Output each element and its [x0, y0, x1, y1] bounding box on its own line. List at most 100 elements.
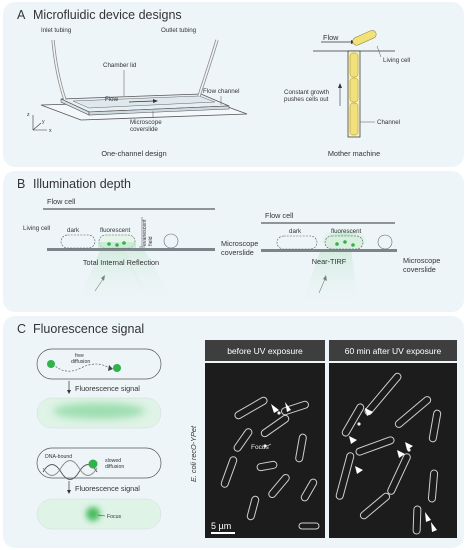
ntirf-coverslide [261, 249, 397, 252]
axis-y-line [32, 122, 42, 131]
signal-1-label: Fluorescence signal [75, 384, 140, 393]
cell-b2 [281, 400, 309, 416]
coverslide-label-1: Microscope [130, 119, 162, 126]
channel-label: Flow channel [203, 88, 239, 95]
tir-dark-cell [60, 234, 96, 249]
flow-arrow-line [128, 100, 154, 103]
cell-a5 [355, 436, 395, 456]
focus-dot-a1 [357, 422, 361, 426]
protein-start [47, 360, 55, 368]
ntirf-beam-arrow-head [323, 275, 327, 281]
cell-b5 [295, 433, 307, 463]
panel-a-diagram: Inlet tubing Outlet tubing Chamber lid F… [27, 27, 410, 158]
mm-growth-arrow-head [338, 83, 342, 88]
arrow-a7 [431, 522, 437, 532]
focus-leader [97, 514, 106, 517]
cell-a7 [387, 453, 411, 495]
cell-b11 [298, 522, 320, 530]
cell-a1 [364, 372, 402, 416]
arrow-a4 [405, 442, 413, 450]
mother-machine-caption: Mother machine [328, 149, 380, 158]
ntirf-coverslide-label-1: Microscope [403, 256, 440, 265]
tir-incident-beam [75, 248, 155, 309]
flow-arrow-head [153, 99, 158, 103]
mm-cell-1 [349, 52, 359, 78]
ntirf-beam-arrow-line [318, 278, 326, 294]
axis-y-label: y [42, 119, 45, 125]
mm-living-cell-label: Living cell [383, 57, 410, 64]
panel-a-letter: A [17, 8, 26, 22]
diffuse-signal-glow [53, 403, 145, 419]
axis-x-label: x [49, 128, 52, 134]
micro-focus-leader [266, 443, 272, 447]
coverslide-label-2: coverslide [130, 126, 158, 133]
cell-a6 [335, 452, 355, 500]
caption-bar-before [205, 340, 325, 361]
slowed-label-2: diffusion [105, 464, 124, 470]
panel-b-letter: B [17, 177, 26, 191]
tir-beam-arrow-head [101, 275, 105, 281]
cells-after [335, 372, 442, 535]
ntirf-molecule-1 [335, 242, 339, 246]
panel-b-diagram: Flow cell evanescent field Living cell d… [23, 197, 440, 311]
tir-molecule-1 [107, 242, 111, 246]
strain-gene: recO-YPet [189, 425, 198, 460]
cell-b1 [234, 396, 268, 420]
bound-protein [88, 459, 98, 469]
strain-label: E. coli recO-YPet [189, 425, 198, 482]
dna-bound-label: DNA-bound [45, 454, 72, 460]
micro-focus-label: Focus [251, 444, 269, 451]
arrow-b2 [285, 402, 291, 412]
inlet-tubing-shape [51, 39, 67, 101]
ntirf-fluorescent-label: fluorescent [331, 228, 362, 235]
focus-label: Focus [107, 514, 122, 520]
inlet-tubing-core [52, 39, 66, 101]
dna-strand-b [42, 460, 98, 476]
ntirf-dark-label: dark [289, 228, 302, 235]
mm-growth-label-1: Constant growth [284, 89, 330, 96]
free-label-1: free [75, 353, 84, 359]
outlet-tubing-core [198, 39, 218, 97]
cell-b4 [233, 428, 253, 452]
signal-2-label: Fluorescence signal [75, 484, 140, 493]
axis-z-label: z [27, 112, 30, 118]
ntirf-coverslide-label-2: coverslide [403, 265, 436, 274]
mm-cell-2 [349, 77, 359, 103]
micrograph-after [329, 363, 457, 538]
arrows-before [271, 402, 291, 413]
cell-b3 [260, 414, 290, 438]
protein-end [113, 364, 121, 372]
tir-coverslide-label-2: coverslide [221, 248, 254, 257]
tir-bubble [163, 233, 179, 249]
cell-b10 [246, 495, 260, 521]
ntirf-molecule-3 [351, 243, 355, 247]
cell-a2 [341, 403, 365, 437]
cell-a3 [394, 396, 432, 428]
cell-b6 [220, 456, 238, 488]
tir-coverslide-label-1: Microscope [221, 239, 258, 248]
tir-coverslide [47, 248, 215, 251]
tir-reflected-beam [121, 248, 179, 309]
outlet-label: Outlet tubing [161, 27, 197, 34]
lid-label: Chamber lid [103, 62, 137, 69]
focus-dot-b2 [263, 444, 267, 448]
mm-channel-label: Channel [377, 119, 400, 126]
arrows-after [349, 408, 437, 532]
arrow-a2 [349, 436, 357, 444]
ntirf-bubble [377, 234, 393, 250]
tir-evanescent-label-1: evanescent [142, 219, 148, 246]
cells-before [220, 396, 320, 530]
ntirf-caption: Near-TIRF [312, 257, 347, 266]
dna-strand-a [42, 464, 98, 480]
panel-c-diagram: free diffusion Fluorescence signal DNA-b… [36, 340, 457, 538]
signal-arrow-2-head [67, 490, 71, 494]
cell-a4 [428, 409, 442, 443]
ntirf-beam [299, 249, 359, 311]
tir-dark-label: dark [67, 227, 80, 234]
tir-fluorescent-label: fluorescent [100, 227, 131, 234]
ntirf-flow-cell-label: Flow cell [265, 211, 294, 220]
